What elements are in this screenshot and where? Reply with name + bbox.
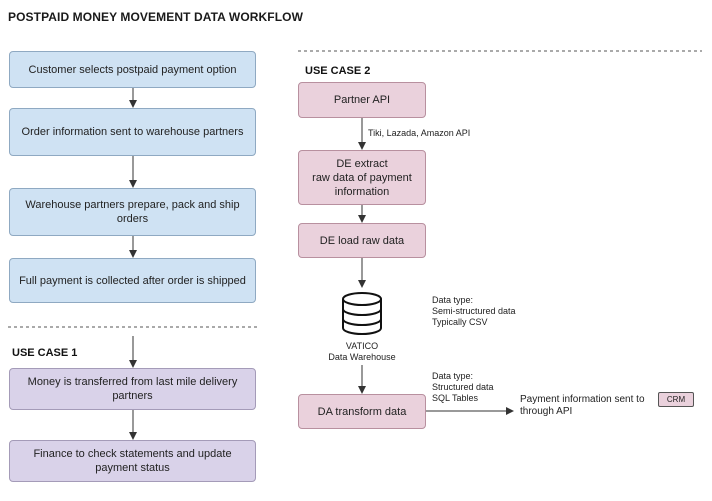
step-label: Finance to check statements and update p…: [33, 448, 232, 474]
use-case-1-label: USE CASE 1: [12, 347, 78, 359]
output-text: Payment information sent to through API: [520, 394, 645, 417]
warehouse-note: Data type: Semi-structured data Typicall…: [432, 295, 516, 327]
step-money-transferred: Money is transferred from last mile deli…: [9, 368, 256, 410]
database-icon: [342, 292, 382, 335]
transform-note: Data type: Structured data SQL Tables: [432, 371, 494, 403]
step-customer-selects: Customer selects postpaid payment option: [9, 51, 256, 88]
partner-api-box: Partner API: [298, 82, 426, 118]
use-case-2-label: USE CASE 2: [305, 65, 371, 77]
de-load-box: DE load raw data: [298, 223, 426, 258]
step-label: Order information sent to warehouse part…: [21, 126, 244, 138]
crm-badge: CRM: [658, 392, 694, 407]
partner-api-note: Tiki, Lazada, Amazon API: [368, 128, 471, 138]
de-extract-label: DE extract raw data of payment informati…: [312, 157, 412, 198]
partner-api-label: Partner API: [333, 94, 391, 106]
step-label: Full payment is collected after order is…: [19, 274, 246, 287]
da-transform-box: DA transform data: [298, 394, 426, 429]
step-label: Warehouse partners prepare, pack and shi…: [25, 199, 240, 225]
step-label: Customer selects postpaid payment option: [28, 63, 237, 76]
step-finance-check: Finance to check statements and update p…: [9, 440, 256, 482]
da-transform-label: DA transform data: [317, 405, 407, 418]
warehouse-label: VATICO Data Warehouse: [328, 341, 396, 362]
de-load-label: DE load raw data: [319, 234, 405, 247]
step-order-info: Order information sent to warehouse part…: [9, 108, 256, 156]
step-warehouse-prepare: Warehouse partners prepare, pack and shi…: [9, 188, 256, 236]
diagram-title: POSTPAID MONEY MOVEMENT DATA WORKFLOW: [8, 10, 304, 24]
step-payment-collected: Full payment is collected after order is…: [9, 258, 256, 303]
de-extract-box: DE extract raw data of payment informati…: [298, 150, 426, 205]
step-label: Money is transferred from last mile deli…: [27, 376, 238, 402]
